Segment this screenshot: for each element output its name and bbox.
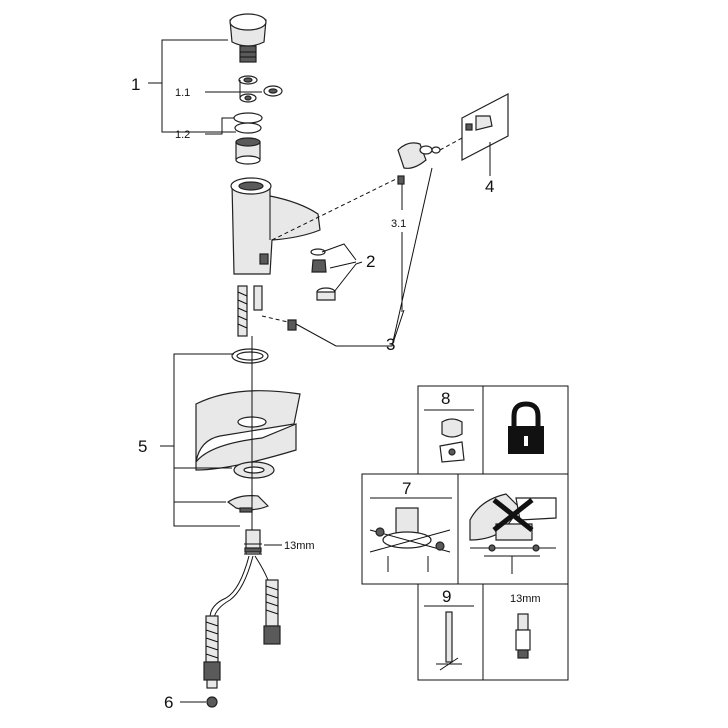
cross-icon (492, 498, 534, 532)
cartridge-assembly (229, 13, 283, 165)
panel-cell-7-prohibited (469, 493, 557, 574)
panel-cell-7-number: 7 (402, 479, 411, 498)
panel-cell-9: 9 (424, 587, 474, 671)
callout-1-bracket (148, 39, 262, 135)
callout-5: 5 (138, 437, 147, 456)
mounting-kit (195, 348, 301, 513)
panel-cell-7: 7 (369, 479, 452, 572)
callout-2: 2 (366, 252, 375, 271)
callout-3: 3 (386, 335, 395, 354)
dashed-cable-upper (271, 177, 399, 241)
panel-cell-9-number: 9 (442, 587, 451, 606)
dashed-cable-wall (439, 137, 463, 151)
callout-13mm: 13mm (284, 540, 315, 552)
part-6-nut (206, 696, 218, 708)
callout-1-1: 1.1 (175, 87, 190, 99)
callout-1: 1 (131, 75, 140, 94)
callout-1-2: 1.2 (175, 129, 190, 141)
callout-2-lines (321, 243, 363, 293)
callout-3-lines (295, 167, 433, 347)
lock-icon (508, 401, 544, 454)
callout-5-bracket (160, 353, 240, 527)
panel-cell-8: 8 (424, 389, 474, 463)
panel-cell-8-number: 8 (441, 389, 450, 408)
instruction-panel (361, 385, 569, 681)
sensor-mount (397, 93, 509, 185)
aerator-parts (310, 248, 336, 301)
supply-hoses (203, 285, 297, 689)
callout-3-1: 3.1 (391, 218, 406, 230)
callout-6: 6 (164, 693, 173, 712)
panel-cell-13mm: 13mm (510, 593, 541, 659)
panel-cell-13mm-label: 13mm (510, 593, 541, 605)
faucet-body (230, 177, 321, 275)
callout-4: 4 (485, 177, 494, 196)
